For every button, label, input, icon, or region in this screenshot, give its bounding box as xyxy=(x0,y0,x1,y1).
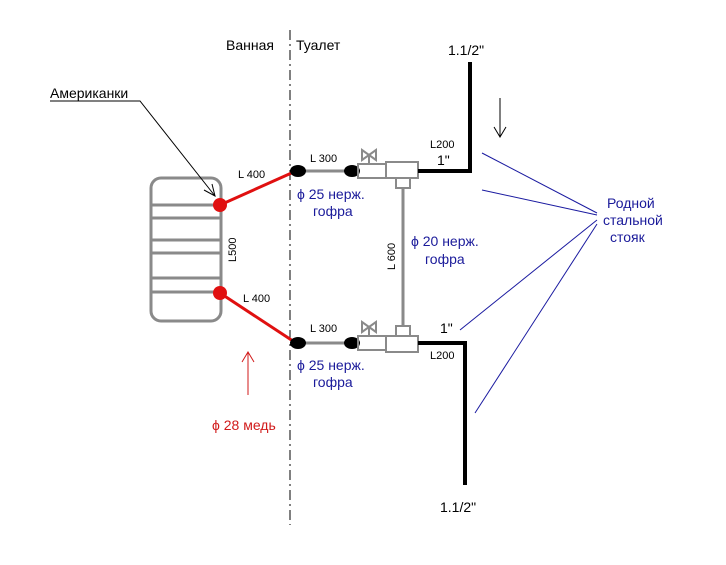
americanki-arrowhead xyxy=(203,183,216,197)
gofra-top-label-line1: ϕ 25 нерж. xyxy=(297,186,365,202)
inch112-top-label: 1.1/2" xyxy=(448,42,484,58)
riser-leader-lines xyxy=(459,152,598,414)
copper-arrow-up-head xyxy=(241,351,255,363)
americanki-label: Американки xyxy=(50,85,128,101)
riser-label-line1: Родной xyxy=(607,195,655,211)
ball-valve-bottom xyxy=(357,320,387,351)
flow-arrow-down-head xyxy=(493,126,507,138)
red-joint-top xyxy=(213,198,227,212)
gofra-bottom-label-line2: гофра xyxy=(313,374,353,390)
room-label-bathroom: Ванная xyxy=(226,37,274,53)
steel-riser-top xyxy=(418,62,472,173)
copper-label: ϕ 28 медь xyxy=(212,417,276,433)
tee-fitting-top xyxy=(385,161,419,189)
union-joint-bottom-left xyxy=(290,337,306,349)
union-joint-top-left xyxy=(290,165,306,177)
red-pipe-bottom xyxy=(219,291,297,345)
riser-label-line2: стальной xyxy=(603,212,663,228)
l200-top-label: L200 xyxy=(430,139,454,151)
inch112-bottom-label: 1.1/2" xyxy=(440,499,476,515)
gofra-mid-label-line2: гофра xyxy=(425,251,465,267)
steel-riser-bottom xyxy=(418,341,467,485)
l300-top-label: L 300 xyxy=(310,153,337,165)
union-joint-top-right xyxy=(344,165,360,177)
l400-bottom-label: L 400 xyxy=(243,293,270,305)
gofra-top-label-line2: гофра xyxy=(313,203,353,219)
gofra-mid-label-line1: ϕ 20 нерж. xyxy=(411,233,479,249)
red-pipe-top xyxy=(219,169,297,207)
tee-fitting-bottom xyxy=(385,325,419,353)
l300-bottom-label: L 300 xyxy=(310,323,337,335)
gofra-bottom-label-line1: ϕ 25 нерж. xyxy=(297,357,365,373)
americanki-leader xyxy=(50,100,216,197)
towel-rail xyxy=(149,176,223,323)
red-joint-bottom xyxy=(213,286,227,300)
l600-label: L 600 xyxy=(386,243,398,270)
room-label-toilet: Туалет xyxy=(296,37,341,53)
l400-top-label: L 400 xyxy=(238,169,265,181)
riser-label-line3: стояк xyxy=(610,229,646,245)
ball-valve-top xyxy=(357,148,387,179)
l500-label: L500 xyxy=(227,238,239,262)
inch1-top-label: 1" xyxy=(437,152,450,168)
inch1-bottom-label: 1" xyxy=(440,320,453,336)
union-joint-bottom-right xyxy=(344,337,360,349)
l200-bottom-label: L200 xyxy=(430,350,454,362)
